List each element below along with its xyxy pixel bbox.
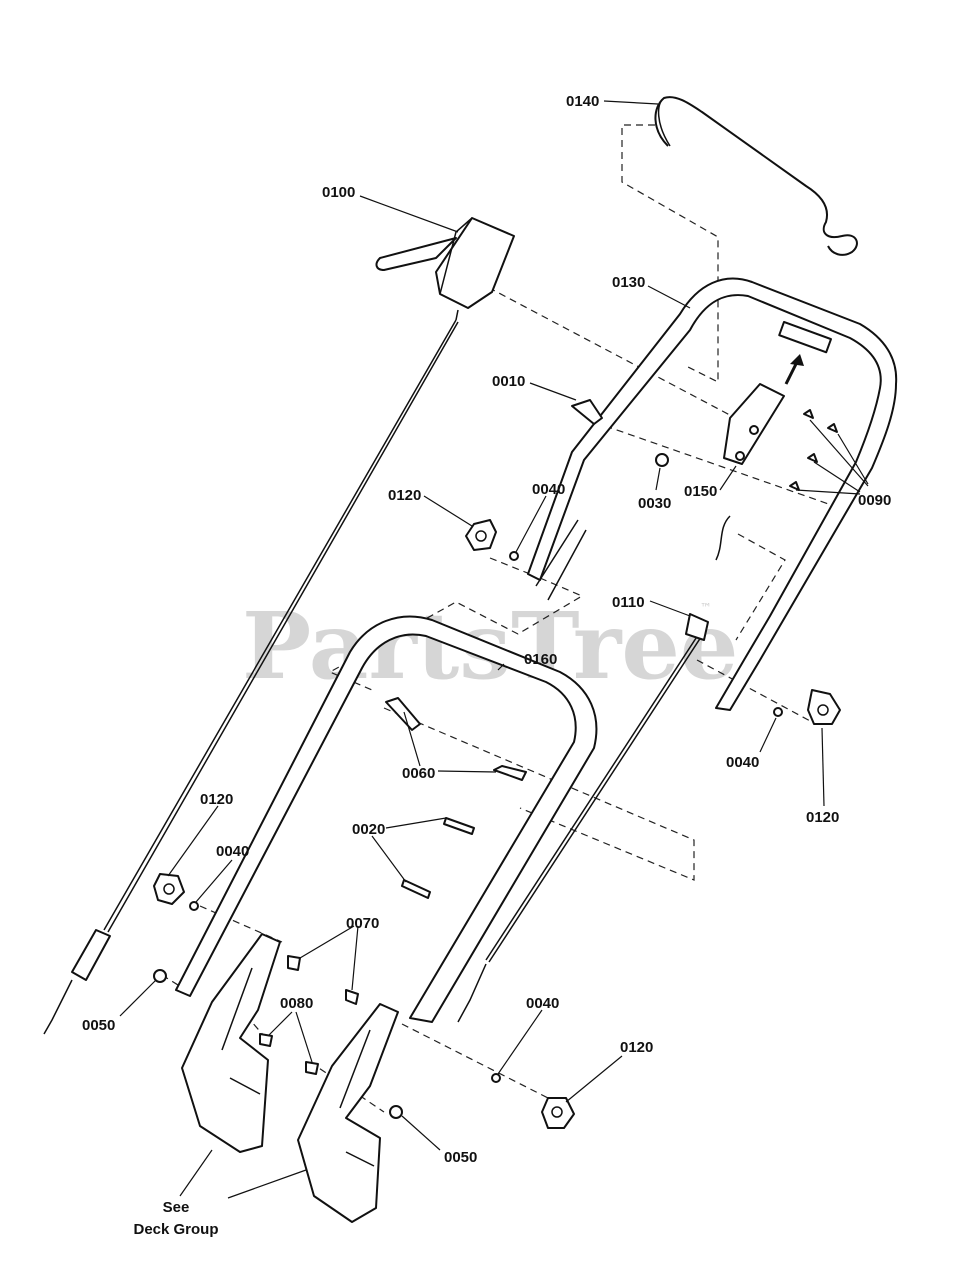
- label-0110: 0110: [612, 594, 645, 611]
- label-0100: 0100: [322, 184, 355, 201]
- bolts-0060: [385, 697, 527, 781]
- nuts-0050: [153, 969, 403, 1119]
- lower-handle-0160: [175, 615, 598, 1023]
- knob-0120-d: [541, 1097, 575, 1129]
- leader-lines: [119, 100, 869, 1199]
- nut-0030: [655, 453, 669, 467]
- label-0030: 0030: [638, 495, 671, 512]
- direction-arrow-icon: [784, 354, 804, 385]
- label-0040-b: 0040: [726, 754, 759, 771]
- watermark-trademark: ™: [700, 601, 712, 615]
- label-0140: 0140: [566, 93, 599, 110]
- label-0040-c: 0040: [216, 843, 249, 860]
- screws-0090: [789, 409, 838, 491]
- bolts-0070: [287, 955, 359, 1005]
- label-0080: 0080: [280, 995, 313, 1012]
- deck-bracket-right: [297, 1003, 399, 1223]
- upper-handle-0130: [527, 277, 898, 711]
- label-0130: 0130: [612, 274, 645, 291]
- label-0020: 0020: [352, 821, 385, 838]
- label-0050-a: 0050: [82, 1017, 115, 1034]
- see-deck-group-note: See Deck Group: [133, 1199, 218, 1238]
- cable-clip-0110: [685, 613, 709, 641]
- label-0070: 0070: [346, 915, 379, 932]
- bolts-0080: [259, 1033, 319, 1075]
- label-0040-d: 0040: [526, 995, 559, 1012]
- label-0150: 0150: [684, 483, 717, 500]
- label-0040-a: 0040: [532, 481, 565, 498]
- label-0050-b: 0050: [444, 1149, 477, 1166]
- label-0010: 0010: [492, 373, 525, 390]
- pins-0020: [401, 817, 475, 899]
- bail-handle-0140: [654, 96, 858, 256]
- note-line-2: Deck Group: [133, 1221, 218, 1238]
- knob-0120-c: [153, 873, 185, 905]
- label-0060: 0060: [402, 765, 435, 782]
- washers-0040: [189, 551, 783, 1083]
- pin-0010: [571, 399, 603, 425]
- deck-bracket-left: [181, 933, 281, 1153]
- label-0160: 0160: [524, 651, 557, 668]
- assembly-dashed-lines: [161, 124, 841, 1113]
- knob-0120-a: [465, 519, 497, 551]
- knob-0120-b: [807, 689, 841, 725]
- label-0120-d: 0120: [620, 1039, 653, 1056]
- callout-labels: 0140 0100 0130 0010 0030 0150 0090 0120 …: [82, 93, 891, 1166]
- label-0120-c: 0120: [200, 791, 233, 808]
- label-0090: 0090: [858, 492, 891, 509]
- cables: [43, 319, 731, 1035]
- bracket-plate-0150: [723, 383, 785, 465]
- label-0120-a: 0120: [388, 487, 421, 504]
- label-0120-b: 0120: [806, 809, 839, 826]
- note-line-1: See: [163, 1199, 190, 1216]
- control-box-0100: [375, 217, 515, 321]
